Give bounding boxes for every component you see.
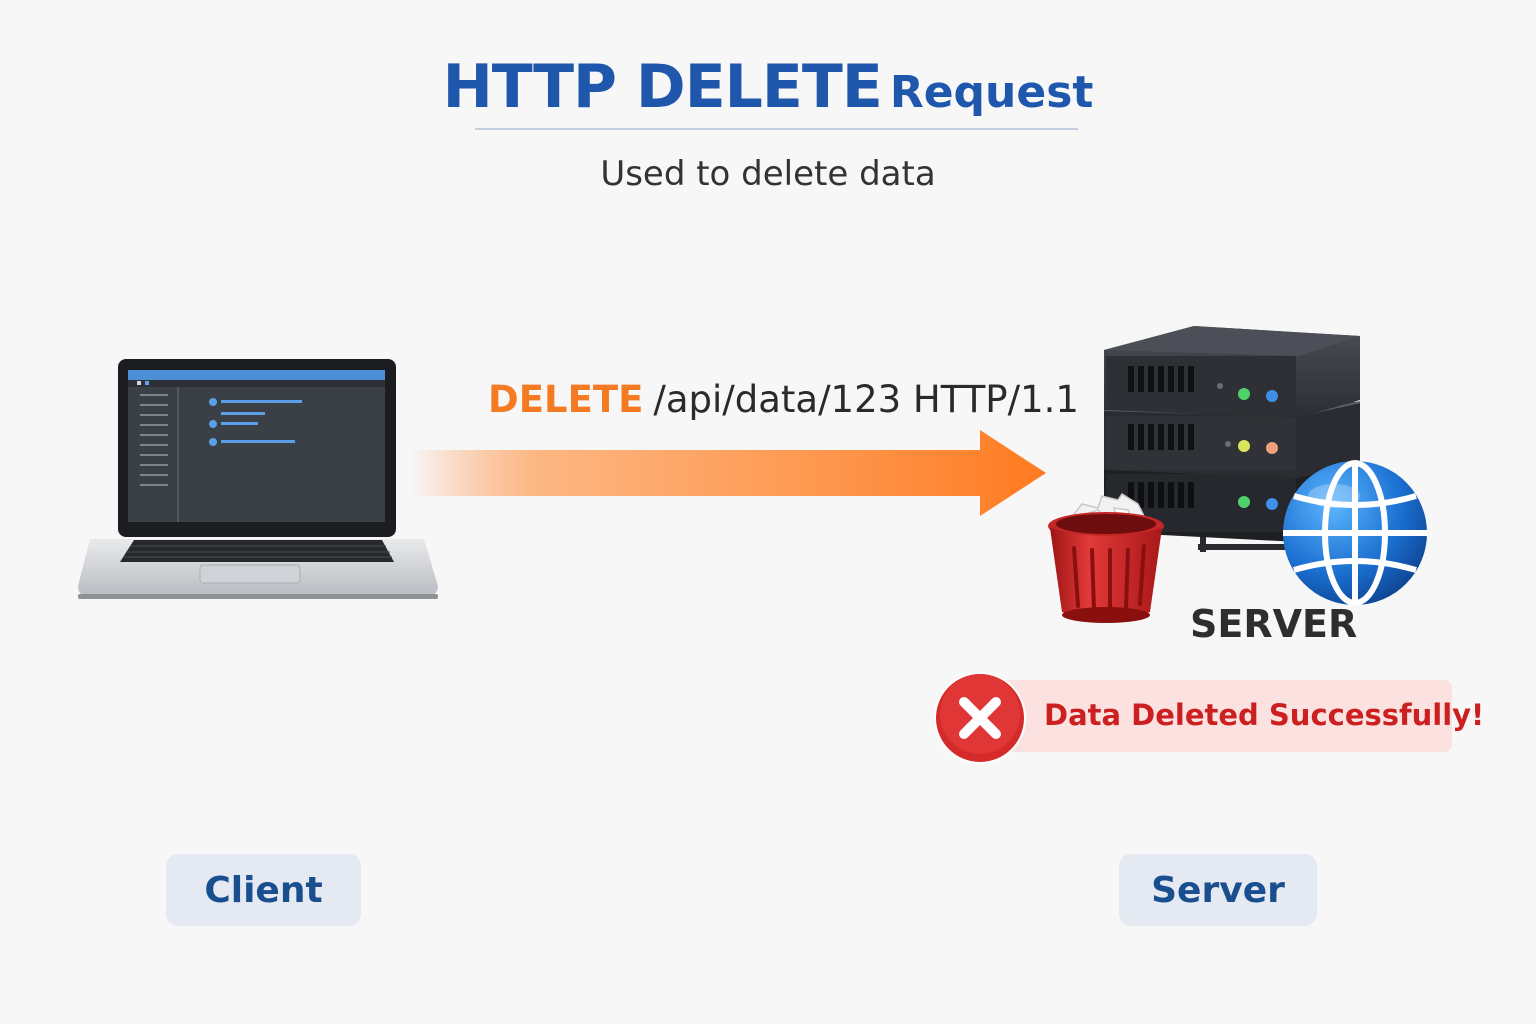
x-circle-icon: [934, 672, 1026, 764]
title-tail: Request: [889, 67, 1094, 118]
request-line: DELETE/api/data/123 HTTP/1.1: [488, 378, 1079, 421]
arrow-icon: [410, 430, 1046, 516]
subtitle: Used to delete data: [600, 154, 936, 194]
status-banner: Data Deleted Successfully!: [972, 680, 1484, 752]
status-message: Data Deleted Successfully!: [1044, 698, 1485, 732]
request-path: /api/data/123 HTTP/1.1: [653, 378, 1079, 421]
laptop-icon: [78, 359, 438, 599]
client-label: Client: [166, 854, 361, 926]
request-method: DELETE: [488, 378, 644, 421]
title-main: HTTP DELETE: [442, 52, 883, 122]
globe-icon: [1283, 460, 1427, 606]
server-label: Server: [1119, 854, 1317, 926]
server-unit: [1104, 326, 1360, 418]
server-label-text: Server: [1151, 869, 1285, 911]
trash-can-icon: [1048, 492, 1164, 623]
client-label-text: Client: [204, 869, 323, 911]
title-underline: [475, 128, 1078, 130]
server-graphic-caption: SERVER: [1190, 602, 1358, 646]
